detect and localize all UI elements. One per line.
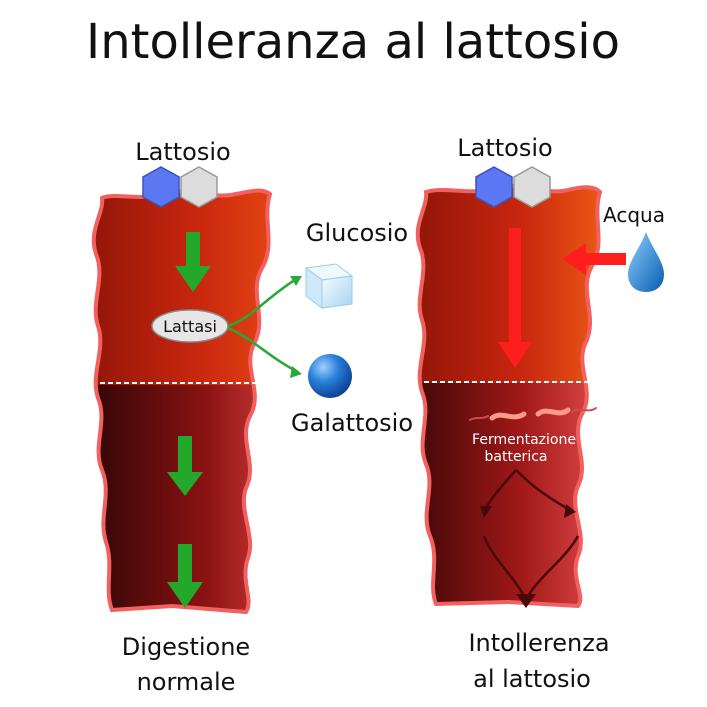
left-arrow-down-3	[167, 544, 203, 608]
glucose-arrowhead	[290, 276, 302, 286]
water-inflow-arrow	[562, 243, 626, 275]
fermentation-label-line1: Fermentazione	[472, 432, 576, 448]
right-red-arrow-down	[498, 228, 532, 368]
glucose-label: Glucosio	[306, 219, 408, 247]
fermentation-label-line2: batterica	[485, 449, 548, 465]
galactose-sphere-icon	[308, 354, 352, 398]
lactase-split-arrows	[227, 276, 299, 374]
page-title: Intolleranza al lattosio	[86, 14, 620, 70]
left-arrow-down-2	[167, 436, 203, 496]
left-intestine	[93, 190, 271, 613]
branch-arrowhead-bottom	[516, 594, 536, 608]
right-panel-lactose-intolerance: Lattosio Acqua Fermentazione batterica	[415, 134, 665, 693]
left-caption-line1: Digestione	[122, 633, 250, 661]
glucose-ice-cube-icon	[304, 263, 354, 309]
left-caption-line2: normale	[137, 668, 236, 696]
lactase-label: Lattasi	[163, 317, 217, 336]
fermentation-branch-arrows	[482, 469, 580, 597]
branch-arrowhead-right	[564, 504, 576, 518]
right-lactose-label: Lattosio	[457, 134, 552, 162]
branch-arrowhead-left	[480, 506, 492, 518]
left-arrow-down-1	[175, 232, 211, 292]
right-caption-line1: Intollerenza	[468, 629, 609, 657]
water-label: Acqua	[603, 203, 665, 227]
right-lactose-double-hexagon-icon	[475, 166, 551, 208]
lactase-enzyme: Lattasi	[151, 309, 229, 343]
galactose-label: Galattosio	[291, 409, 413, 437]
bacteria-icons	[469, 407, 597, 421]
left-lactose-label: Lattosio	[135, 138, 230, 166]
left-panel-normal-digestion: Lattosio Lattasi Gl	[91, 138, 413, 696]
left-lactose-double-hexagon-icon	[142, 166, 218, 208]
water-drop-icon	[628, 232, 664, 292]
right-caption-line2: al lattosio	[473, 665, 591, 693]
galactose-arrowhead	[290, 366, 302, 378]
